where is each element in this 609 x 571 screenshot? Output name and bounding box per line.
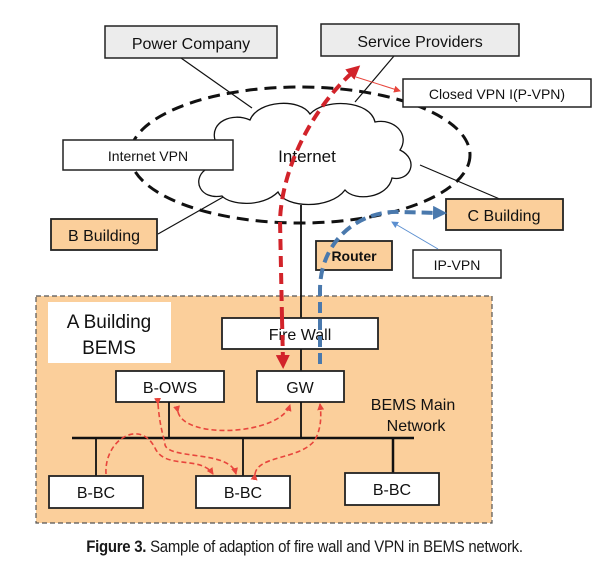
internet-vpn-label: Internet VPN	[108, 148, 188, 164]
firewall-gw-vpn-path	[275, 317, 290, 369]
power-company-link	[180, 57, 253, 109]
a-building-label-box	[48, 302, 171, 363]
b-building-link	[157, 191, 233, 235]
c-building-label: C Building	[468, 208, 541, 225]
power-company-label: Power Company	[132, 36, 250, 53]
service-providers-vpn-path	[277, 65, 361, 319]
router-label: Router	[331, 248, 377, 264]
bems-main-network-label-line2: Network	[387, 418, 447, 435]
ip-vpn-label: IP-VPN	[434, 257, 481, 273]
service-providers-node	[320, 23, 520, 57]
ip-vpn-pointer	[391, 221, 439, 250]
fire-wall-node	[221, 317, 379, 350]
a-building-label-line1: A Building	[67, 312, 152, 333]
ows-bc2-traffic	[154, 397, 238, 475]
ip-vpn-node	[412, 249, 502, 279]
internet-label: Internet	[278, 147, 336, 166]
closed-vpn-node	[402, 78, 592, 108]
b-building-label: B Building	[68, 228, 140, 245]
internet-vpn-node	[62, 139, 234, 171]
closed-vpn-label: Closed VPN I(P-VPN)	[429, 86, 565, 102]
service-providers-link	[354, 55, 395, 103]
b-bc-1-label: B-BC	[77, 485, 115, 502]
figure-caption: Figure 3. Sample of adaption of fire wal…	[37, 537, 573, 557]
b-bc-2-node	[195, 475, 291, 509]
figure-caption-text: Sample of adaption of fire wall and VPN …	[146, 537, 523, 556]
closed-vpn-pointer	[355, 76, 401, 93]
power-company-node	[104, 25, 278, 59]
b-bc-3-label: B-BC	[373, 482, 411, 499]
service-providers-label: Service Providers	[357, 34, 482, 51]
b-ows-label: B-OWS	[143, 380, 197, 397]
c-building-link	[419, 164, 503, 201]
b-bc-2-label: B-BC	[224, 485, 262, 502]
gw-label: GW	[286, 380, 314, 397]
b-building-node	[50, 218, 158, 251]
b-bc-3-node	[344, 472, 440, 506]
ip-vpn-path	[318, 205, 447, 364]
figure-caption-label: Figure 3.	[86, 537, 147, 556]
bems-main-network-label-line1: BEMS Main	[371, 397, 455, 414]
a-building-label-line2: BEMS	[82, 338, 136, 359]
bc1-bc2-traffic	[105, 433, 214, 475]
c-building-node	[445, 198, 564, 231]
b-bc-1-node	[48, 475, 144, 509]
